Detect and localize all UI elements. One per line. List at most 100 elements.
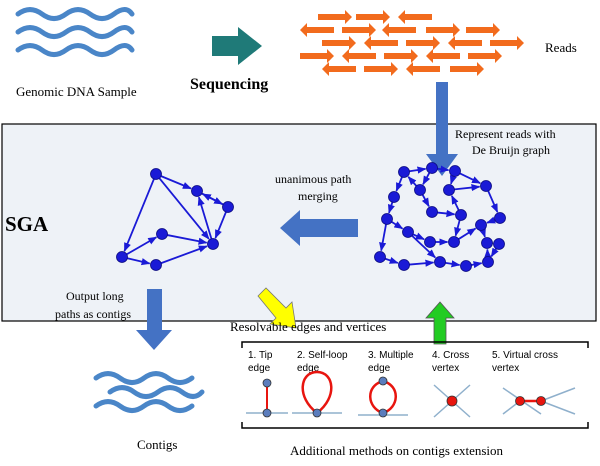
- merge-line1: unanimous path: [275, 172, 351, 186]
- dna-sample-icon: [15, 7, 135, 57]
- method-tip: 1. Tip edge: [248, 350, 273, 374]
- graph-edge: [451, 195, 460, 211]
- contigs-icon: [93, 371, 205, 413]
- graph-edge: [421, 194, 430, 208]
- cross-vertex-illustration: [433, 384, 471, 418]
- method-virtual-cross: 5. Virtual cross vertex: [492, 350, 558, 374]
- graph-edge: [454, 220, 462, 237]
- read-arrow: [450, 62, 484, 76]
- read-arrow: [426, 49, 460, 63]
- graph-edge: [445, 260, 461, 268]
- svg-text:edge: edge: [368, 363, 391, 374]
- graph-edge: [478, 228, 486, 238]
- read-arrow: [322, 36, 356, 50]
- additional-label: Additional methods on contigs extension: [290, 443, 504, 458]
- graph-node: [493, 238, 505, 250]
- graph-edge: [454, 183, 481, 192]
- graph-node: [481, 237, 493, 249]
- graph-edge: [387, 201, 395, 214]
- resolvable-bracket: [241, 341, 589, 429]
- graph-node: [443, 184, 455, 196]
- graph-edge: [127, 257, 151, 266]
- reads-label: Reads: [545, 40, 577, 55]
- virtual-cross-vertex-illustration: [502, 387, 576, 415]
- svg-text:1. Tip: 1. Tip: [248, 350, 273, 361]
- graph-node: [150, 168, 162, 180]
- read-arrow: [382, 23, 416, 37]
- read-arrow: [342, 23, 376, 37]
- graph-edge: [167, 234, 208, 245]
- yellow-arrow: [257, 287, 297, 329]
- svg-text:edge: edge: [248, 363, 271, 374]
- graph-edge: [412, 232, 425, 241]
- sga-title: SGA: [5, 212, 49, 236]
- read-arrow: [406, 36, 440, 50]
- graph-edge: [201, 192, 224, 205]
- graph-node: [374, 251, 386, 263]
- svg-text:edge: edge: [297, 363, 320, 374]
- svg-text:4. Cross: 4. Cross: [432, 350, 469, 361]
- read-arrow: [356, 10, 390, 24]
- graph-node: [426, 162, 438, 174]
- graph-node: [388, 191, 400, 203]
- graph-node: [426, 206, 438, 218]
- output-line2: paths as contigs: [55, 307, 131, 321]
- read-arrow: [468, 49, 502, 63]
- graph-node: [449, 165, 461, 177]
- graph-node: [191, 185, 203, 197]
- output-line1: Output long: [66, 289, 124, 303]
- read-arrow: [448, 36, 482, 50]
- graph-edge: [126, 236, 158, 256]
- graph-node: [475, 219, 487, 231]
- graph-edge: [471, 261, 483, 269]
- graph-node: [482, 256, 494, 268]
- represent-line2: De Bruijn graph: [472, 143, 550, 157]
- read-arrow: [466, 23, 500, 37]
- resolvable-label: Resolvable edges and vertices: [230, 319, 386, 334]
- svg-text:vertex: vertex: [432, 363, 459, 374]
- graph-node: [150, 259, 162, 271]
- sequencing-label: Sequencing: [190, 76, 268, 93]
- reads-group: [300, 10, 524, 76]
- read-arrow: [318, 10, 352, 24]
- graph-node: [424, 236, 436, 248]
- graph-edge: [384, 256, 399, 264]
- graph-edge: [379, 224, 387, 252]
- graph-edge: [486, 216, 496, 224]
- graph-edge: [458, 227, 477, 240]
- read-arrow: [426, 23, 460, 37]
- output-arrow: [136, 289, 172, 350]
- graph-edge: [411, 235, 436, 259]
- tip-edge-illustration: [246, 378, 288, 418]
- read-arrow: [384, 49, 418, 63]
- graph-edge: [197, 196, 213, 239]
- graph-node: [494, 212, 506, 224]
- graph-edge: [409, 166, 427, 174]
- read-arrow: [406, 62, 440, 76]
- graph-node: [156, 228, 168, 240]
- graph-node: [381, 213, 393, 225]
- graph-edge: [449, 174, 457, 185]
- graph-edge: [487, 190, 499, 213]
- graph-node: [398, 166, 410, 178]
- svg-text:vertex: vertex: [492, 363, 519, 374]
- merge-line2: merging: [298, 189, 338, 203]
- graph-edge: [490, 247, 499, 258]
- graph-edge: [422, 172, 431, 186]
- graph-node: [455, 209, 467, 221]
- graph-edge: [214, 211, 227, 239]
- svg-text:2. Self-loop: 2. Self-loop: [297, 350, 348, 361]
- read-arrow: [364, 62, 398, 76]
- method-self-loop: 2. Self-loop edge: [297, 350, 348, 374]
- represent-line1: Represent reads with: [455, 127, 556, 141]
- method-multiple: 3. Multiple edge: [368, 350, 414, 374]
- method-cross: 4. Cross vertex: [432, 350, 469, 374]
- graph-node: [434, 256, 446, 268]
- read-arrow: [490, 36, 524, 50]
- read-arrow: [300, 49, 334, 63]
- graph-node: [116, 251, 128, 263]
- read-arrow: [300, 23, 334, 37]
- graph-node: [402, 226, 414, 238]
